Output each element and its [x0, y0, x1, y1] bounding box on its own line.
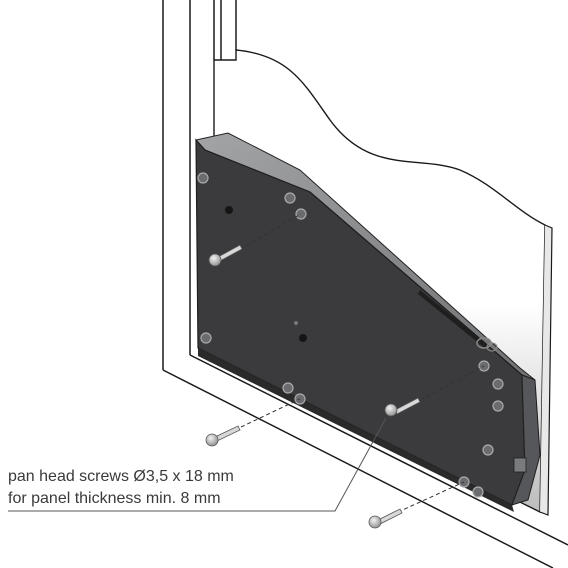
- panel-thickness-label: for panel thickness min. 8 mm: [8, 490, 221, 507]
- screw-middle-right: [384, 397, 421, 417]
- lift-mechanism-housing: [195, 132, 541, 512]
- screw-lower-left: [205, 425, 241, 447]
- screw-upper-left: [208, 244, 243, 267]
- callout-leader-line: [8, 417, 387, 512]
- screw-bottom-right: [368, 508, 403, 529]
- screw-spec-label: pan head screws Ø3,5 x 18 mm: [8, 468, 234, 485]
- panel-edge: [539, 224, 553, 516]
